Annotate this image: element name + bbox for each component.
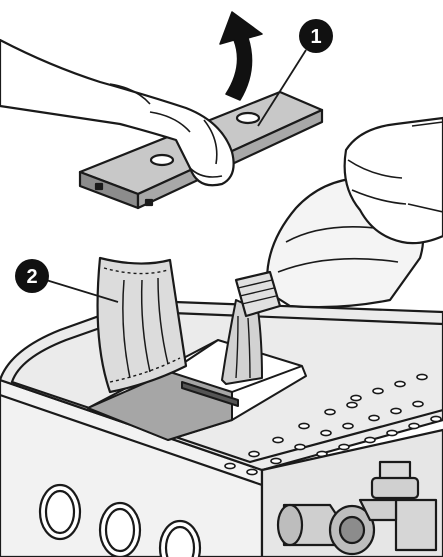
callout-2: 2 — [15, 259, 119, 303]
pouch-body — [96, 256, 188, 394]
port-3 — [158, 519, 202, 557]
lid-hole-2 — [235, 111, 261, 125]
hand-left-icon — [0, 38, 235, 187]
lid-hole-1 — [149, 153, 175, 167]
liquid-stream — [221, 299, 263, 385]
pouch-icon — [96, 256, 188, 394]
callout-badge-2 — [15, 259, 49, 293]
hand-right-icon — [343, 116, 443, 245]
callout-number-2: 2 — [26, 266, 37, 288]
front-ports — [38, 483, 202, 557]
valve-assembly — [260, 428, 443, 557]
callout-number-1: 1 — [310, 26, 321, 48]
callout-1: 1 — [257, 19, 333, 127]
vent-holes — [224, 373, 442, 476]
curved-arrow-icon — [219, 11, 263, 101]
leader-line-2 — [45, 279, 119, 303]
cavity-divider — [181, 381, 239, 407]
leader-line-1 — [257, 49, 307, 127]
callout-badge-1 — [299, 19, 333, 53]
